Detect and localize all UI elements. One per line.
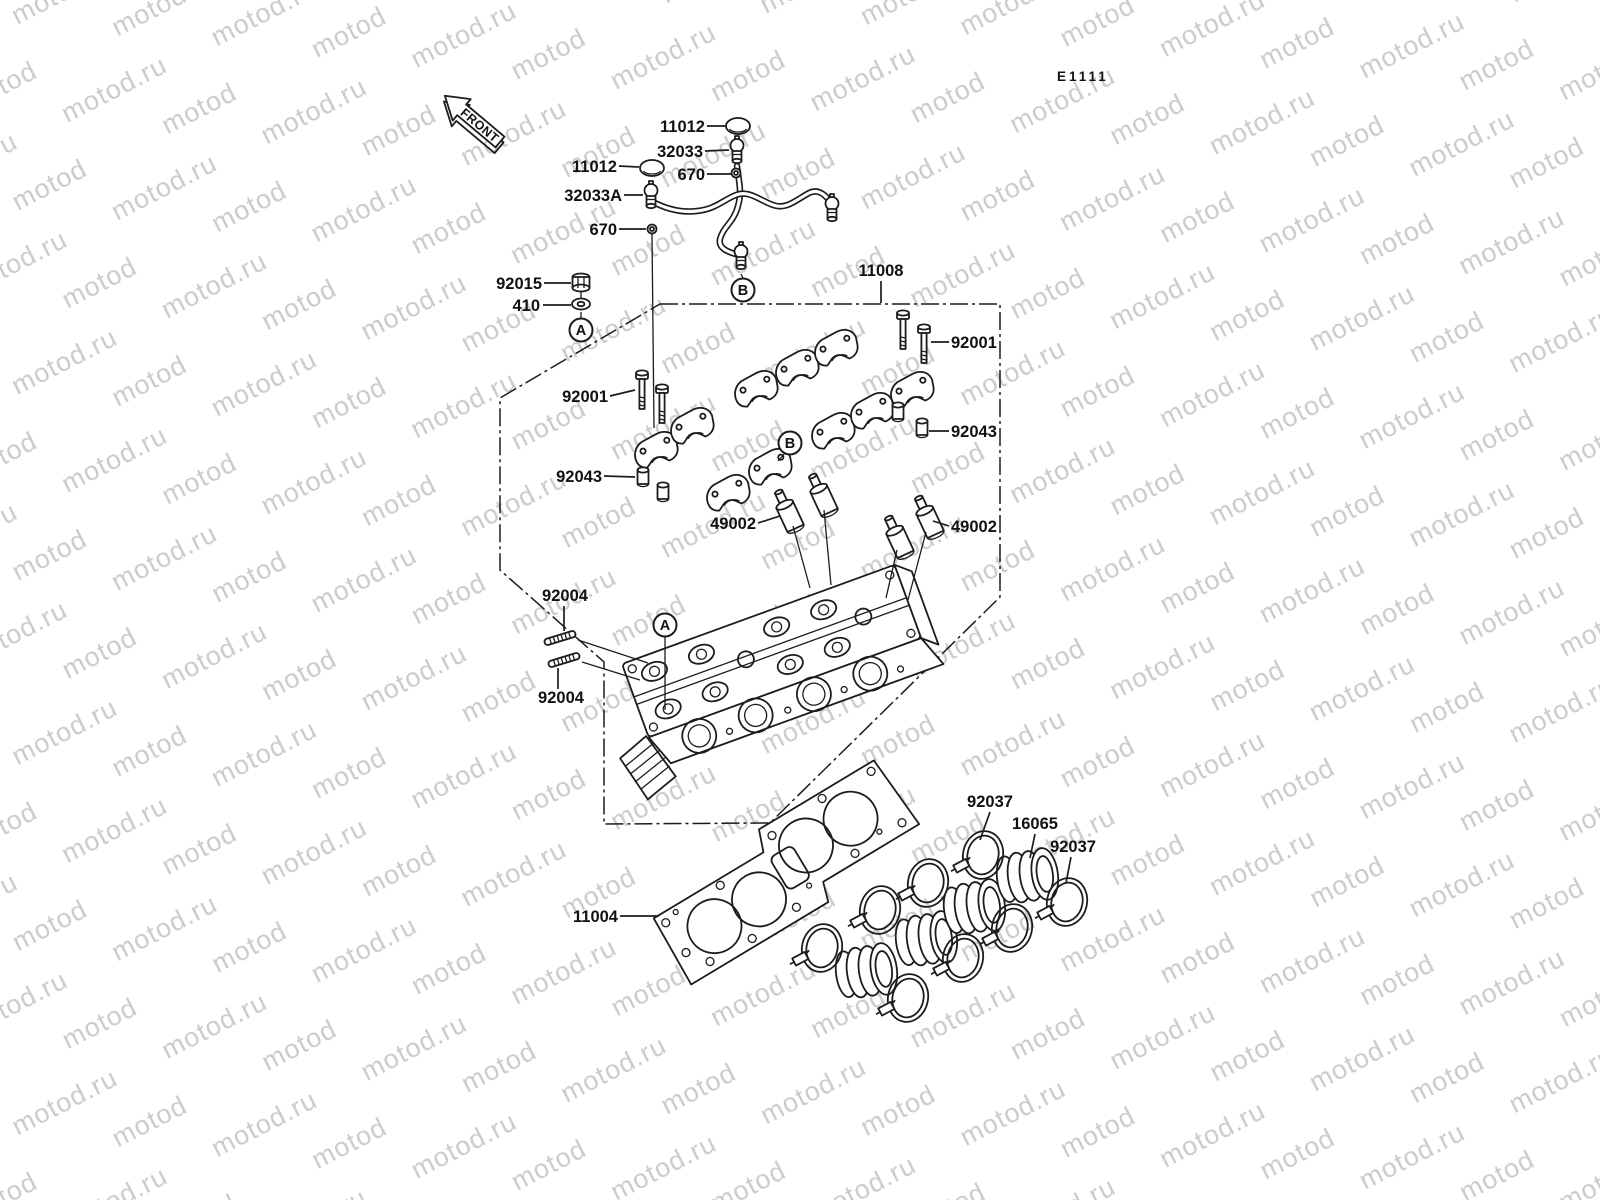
cap-nut-92015 bbox=[571, 272, 591, 293]
cylinder-head-11008 bbox=[619, 563, 945, 801]
leader-line-49002 bbox=[757, 515, 781, 524]
view-marker-letter-A: A bbox=[576, 323, 587, 339]
part-label-92037: 92037 bbox=[1050, 838, 1096, 856]
diagram-code: E1111 bbox=[1057, 69, 1109, 84]
part-label-92043: 92043 bbox=[556, 468, 602, 486]
part-label-410: 410 bbox=[512, 297, 540, 315]
view-marker-circle-A bbox=[652, 612, 678, 638]
leader-line-11012 bbox=[618, 165, 640, 168]
rubber-cap-11012-right bbox=[725, 117, 751, 135]
part-number-labels: 11012 32033 670 11012 32033A 670 92015 410 11008… bbox=[496, 118, 1096, 926]
part-label-92043: 92043 bbox=[951, 423, 997, 441]
part-label-92037: 92037 bbox=[967, 793, 1013, 811]
leader-line-16065 bbox=[1029, 833, 1036, 859]
banjo-bolt-right bbox=[824, 193, 840, 223]
leader-line-92043 bbox=[603, 475, 636, 478]
washer-410 bbox=[571, 297, 591, 311]
rubber-cap-11012-left bbox=[639, 159, 665, 177]
banjo-bolt-32033 bbox=[729, 135, 745, 165]
part-label-92001: 92001 bbox=[951, 334, 997, 352]
aux-leader-line bbox=[823, 509, 832, 586]
part-label-92004: 92004 bbox=[542, 587, 589, 605]
part-label-49002: 49002 bbox=[951, 518, 997, 536]
leader-line-92037 bbox=[979, 811, 991, 841]
banjo-bolt-32033a bbox=[643, 180, 659, 210]
part-label-11008: 11008 bbox=[859, 262, 904, 280]
leader-line-49002 bbox=[932, 520, 950, 527]
aux-leader-line bbox=[792, 525, 811, 589]
view-markers: A B B A bbox=[568, 273, 803, 710]
part-label-11012: 11012 bbox=[572, 158, 617, 176]
view-marker-circle-B bbox=[730, 277, 756, 303]
part-label-11012: 11012 bbox=[660, 118, 705, 136]
part-label-11004: 11004 bbox=[573, 908, 619, 926]
banjo-bolt-bottom bbox=[733, 241, 749, 271]
marker-leader-B bbox=[740, 273, 744, 279]
part-label-32033: 32033 bbox=[657, 143, 703, 161]
view-marker-circle-B bbox=[777, 430, 803, 456]
oil-pipe-assembly bbox=[639, 117, 840, 271]
part-label-670: 670 bbox=[589, 221, 617, 239]
part-label-49002: 49002 bbox=[710, 515, 756, 533]
part-label-92001: 92001 bbox=[562, 388, 608, 406]
o-ring-670-right bbox=[730, 167, 742, 179]
assembly-boundary-11008 bbox=[499, 303, 1001, 825]
auxiliary-leader-lines bbox=[577, 233, 927, 681]
o-ring-670-left bbox=[646, 223, 658, 235]
aux-leader-line bbox=[577, 639, 649, 664]
leader-line-92037 bbox=[1065, 856, 1072, 884]
view-marker-letter-A: A bbox=[660, 618, 671, 634]
view-marker-circle-A bbox=[568, 317, 594, 343]
leader-line-92001 bbox=[609, 389, 636, 397]
leader-line-32033 bbox=[704, 149, 730, 152]
part-label-92004: 92004 bbox=[538, 689, 585, 707]
part-label-16065: 16065 bbox=[1012, 815, 1058, 833]
head-gasket-11004 bbox=[652, 759, 921, 986]
aux-leader-line bbox=[885, 549, 898, 599]
aux-leader-line bbox=[907, 531, 927, 601]
view-marker-letter-B: B bbox=[785, 436, 795, 452]
part-label-670: 670 bbox=[677, 166, 705, 184]
aux-leader-line bbox=[581, 661, 641, 681]
aux-leader-line bbox=[651, 233, 655, 429]
view-marker-letter-B: B bbox=[738, 283, 748, 299]
part-label-32033A: 32033A bbox=[564, 187, 622, 205]
part-label-92015: 92015 bbox=[496, 275, 542, 293]
